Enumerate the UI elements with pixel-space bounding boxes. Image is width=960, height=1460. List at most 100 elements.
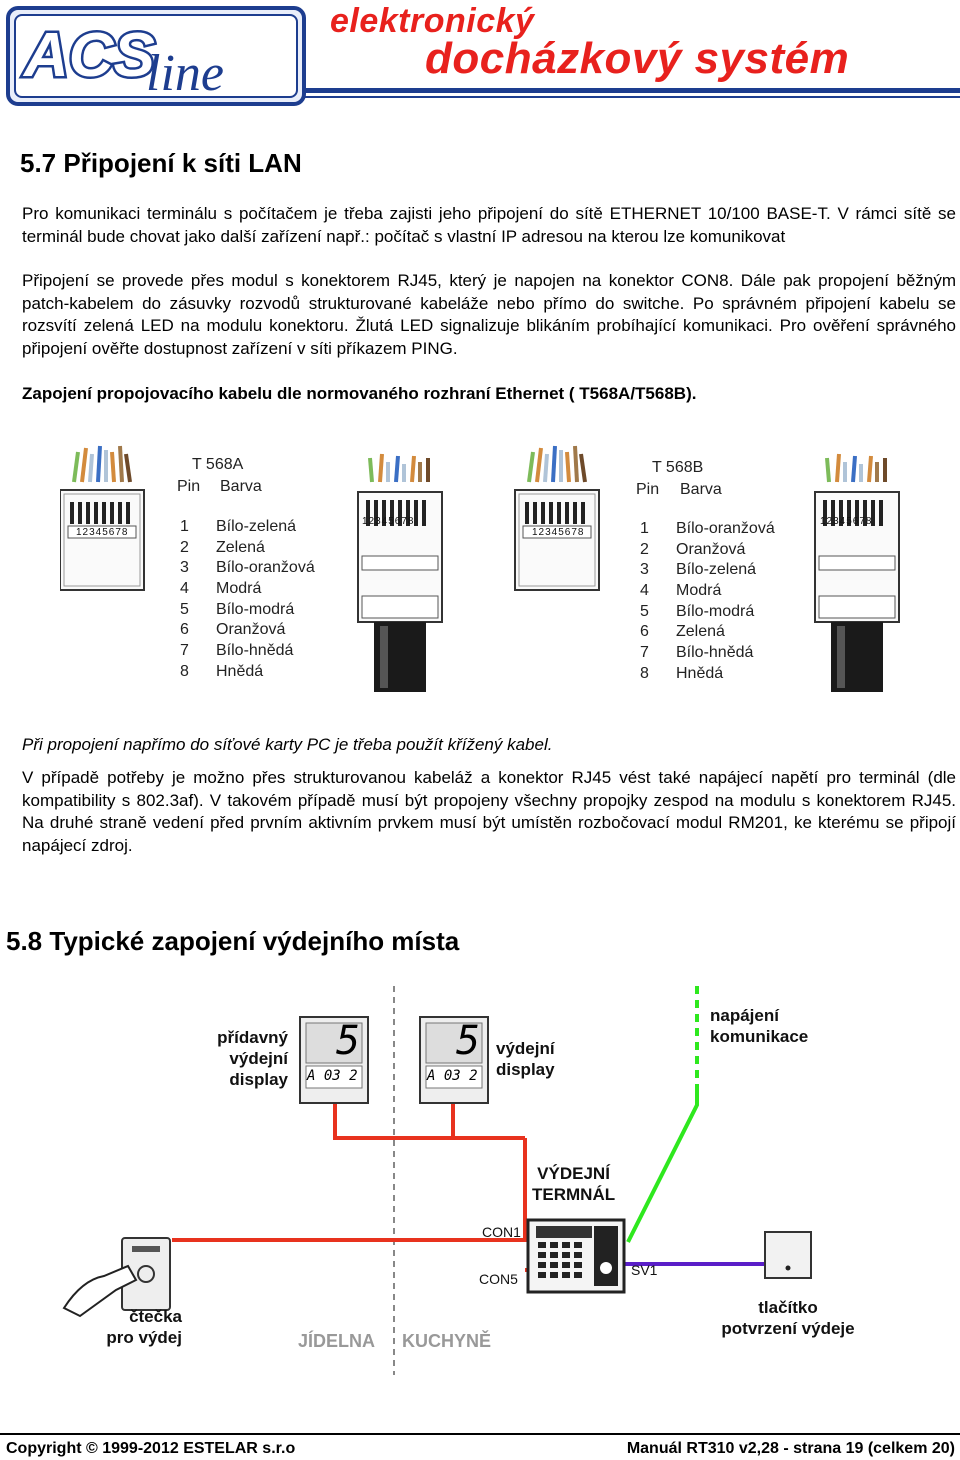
pin-number: 6 [640,623,649,641]
wire-color: Bílo-oranžová [676,520,775,537]
pin-number: 1 [180,518,189,535]
pin-row: 7 Bílo-hnědá [180,642,315,663]
main-display-icon [419,1016,489,1104]
pin-row: 2 Zelená [180,539,315,560]
paragraph-1: Pro komunikaci terminálu s počítačem je … [22,204,956,246]
pin-row: 1 Bílo-oranžová [640,520,775,541]
wire-color: Oranžová [216,621,286,639]
pin-number: 5 [640,602,649,620]
pin-row: 5 Bílo-modrá [640,603,775,624]
svg-text:ACS: ACS [22,21,155,90]
pin-number: 7 [180,642,189,660]
crossed-cable-note: Při propojení napřímo do síťové karty PC… [22,735,553,754]
plug-side-b [813,452,900,694]
pin-row: 2 Oranžová [640,541,775,562]
label-sv1: SV1 [631,1262,658,1278]
paragraph-3: V případě potřeby je možno přes struktur… [22,768,956,855]
wire-color: Modrá [676,582,722,600]
wiring-subheading: Zapojení propojovacího kabelu dle normov… [22,384,697,403]
pin-number: 6 [180,621,189,639]
wire-color: Zelená [216,538,265,556]
brand-line-2: docházkový systém [425,34,850,83]
pin-numbers-a2: 12345678 [362,516,415,527]
pin-row: 5 Bílo-modrá [180,601,315,622]
distribution-diagram [62,986,812,1375]
pin-number: 5 [180,600,189,618]
t568a-col-color: Barva [220,478,262,495]
header-rule [305,88,960,93]
pin-row: 8 Hnědá [640,665,775,686]
extra-display-code: A 03 2 [307,1068,358,1084]
wire-color: Zelená [676,623,725,641]
svg-text:line: line [146,45,224,102]
pin-row: 4 Modrá [640,582,775,603]
wire-color: Bílo-hnědá [676,644,754,662]
wire-color: Modrá [216,580,262,598]
footer-copyright: Copyright © 1999-2012 ESTELAR s.r.o [6,1440,296,1457]
pin-row: 8 Hnědá [180,663,315,684]
pin-number: 4 [640,582,649,600]
zone-kitchen: KUCHYNĚ [402,1331,492,1351]
t568a-col-pin: Pin [177,478,201,495]
label-con1: CON1 [482,1224,521,1240]
wire-color: Hnědá [216,662,264,680]
confirm-button-icon [764,1231,812,1279]
section-5-7-title: 5.7 Připojení k síti LAN [20,148,302,178]
pin-numbers-b2: 12345678 [820,516,873,527]
plug-front-a [60,444,146,592]
terminal-icon [526,1218,626,1294]
pin-number: 3 [640,561,649,579]
t568b-table: 1 Bílo-oranžová 2 Oranžová 3 Bílo-zelená 4 Modr… [640,520,775,686]
footer-page-info: Manuál RT310 v2,28 - strana 19 (celkem 2… [626,1440,955,1457]
acs-line-logo: ACS line [6,6,306,106]
pin-numbers-a: 12345678 [76,527,129,538]
pin-row: 1 Bílo-zelená [180,518,315,539]
pin-row: 4 Modrá [180,580,315,601]
wire-color: Oranžová [676,540,746,558]
pin-number: 8 [180,662,189,680]
t568a-title: T 568A [192,456,244,473]
wire-color: Bílo-modrá [216,600,295,618]
paragraph-2: Připojení se provede přes modul s konekt… [22,271,956,358]
wire-color: Bílo-hnědá [216,642,294,660]
wire-color: Bílo-modrá [676,602,755,620]
plug-front-b [513,444,601,592]
pin-number: 8 [640,664,649,682]
pin-number: 7 [640,644,649,662]
main-display-code: A 03 2 [427,1068,478,1084]
pin-row: 6 Oranžová [180,621,315,642]
pin-number: 4 [180,580,189,598]
brand-line-1: elektronický [330,2,535,40]
pin-row: 3 Bílo-zelená [640,561,775,582]
wire-color: Bílo-oranžová [216,559,315,577]
section-5-8-title: 5.8 Typické zapojení výdejního místa [6,926,460,956]
t568b-col-pin: Pin [636,481,660,498]
zone-dining-room: JÍDELNA [298,1331,376,1351]
plug-side-a [356,452,444,694]
card-reader-icon [62,1237,171,1318]
wire-color: Bílo-zelená [216,518,297,535]
t568b-col-color: Barva [680,481,722,498]
extra-display-digit: 5 [336,1018,361,1064]
wire-color: Hnědá [676,664,724,682]
label-con5: CON5 [479,1271,518,1287]
main-display-digit: 5 [456,1018,481,1064]
pin-number: 3 [180,559,189,577]
t568b-title: T 568B [652,459,704,476]
pin-numbers-b: 12345678 [532,527,585,538]
wire-color: Bílo-zelená [676,561,757,579]
extra-display-icon [299,1016,369,1104]
pin-row: 3 Bílo-oranžová [180,559,315,580]
footer-rule [0,1433,960,1435]
pin-row: 6 Zelená [640,623,775,644]
pin-number: 2 [640,540,649,558]
pin-number: 2 [180,538,189,556]
pin-number: 1 [640,520,649,537]
pin-row: 7 Bílo-hnědá [640,644,775,665]
